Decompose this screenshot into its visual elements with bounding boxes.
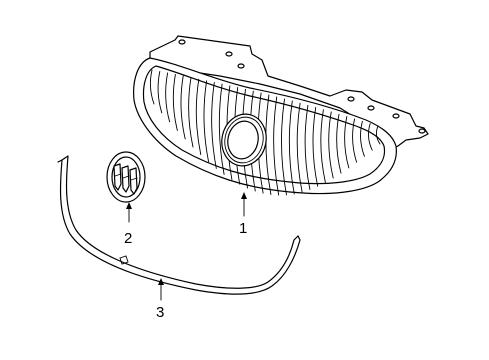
leader-lines bbox=[126, 192, 247, 301]
grille-bar bbox=[312, 107, 319, 187]
bracket-hole bbox=[347, 96, 355, 102]
grille-bar bbox=[273, 96, 280, 196]
grille-bar bbox=[352, 118, 358, 163]
leader-arrowhead-2 bbox=[126, 202, 132, 209]
emblem bbox=[106, 151, 146, 203]
callout-molding: 3 bbox=[156, 304, 164, 321]
grille-emblem-ring-edge bbox=[224, 116, 264, 164]
emblem-shield bbox=[129, 167, 138, 195]
grille-bar bbox=[218, 83, 225, 175]
bracket-hole bbox=[392, 113, 400, 119]
grille-bar bbox=[180, 75, 186, 140]
bracket-hole bbox=[237, 63, 245, 69]
bracket-hole bbox=[178, 39, 186, 45]
grille-bar bbox=[149, 69, 155, 105]
grille-bar bbox=[360, 120, 365, 157]
grille-bar bbox=[281, 98, 287, 196]
grille-bar bbox=[375, 125, 381, 145]
grille-bar bbox=[336, 113, 342, 174]
callout-emblem: 2 bbox=[124, 230, 132, 247]
grille-bar bbox=[211, 81, 217, 169]
grille-bar bbox=[328, 111, 334, 179]
emblem-shield bbox=[121, 165, 130, 193]
grille-bar bbox=[304, 104, 311, 190]
grille-bar bbox=[172, 74, 178, 131]
grille-assembly bbox=[133, 35, 429, 196]
grille-bar bbox=[288, 100, 295, 195]
grille-bar bbox=[368, 123, 373, 151]
grille-bar bbox=[157, 71, 163, 114]
bracket-hole bbox=[367, 105, 375, 111]
molding-strip-inner bbox=[57, 159, 301, 295]
emblem-shield-stripe bbox=[114, 173, 138, 181]
bracket-hole bbox=[418, 128, 426, 134]
grille-bar bbox=[195, 78, 202, 156]
emblem-shield bbox=[113, 163, 122, 191]
bracket-hole bbox=[225, 51, 233, 57]
leader-arrowhead-1 bbox=[241, 192, 247, 199]
grille-bar bbox=[165, 72, 171, 123]
grille-mounting-bracket bbox=[149, 35, 429, 151]
molding-strip-outer bbox=[61, 155, 299, 289]
grille-bar bbox=[296, 102, 303, 193]
grille-bar bbox=[203, 80, 210, 163]
grille-bar bbox=[188, 77, 194, 148]
grille-bar bbox=[344, 116, 350, 169]
molding-clip bbox=[119, 255, 129, 265]
grille-inner-frame bbox=[142, 65, 386, 185]
lower-molding bbox=[57, 155, 301, 295]
callout-grille: 1 bbox=[239, 220, 247, 237]
grille-bar bbox=[320, 109, 326, 183]
grille-emblem-ring-inner bbox=[227, 120, 259, 160]
leader-arrowhead-3 bbox=[158, 278, 164, 285]
